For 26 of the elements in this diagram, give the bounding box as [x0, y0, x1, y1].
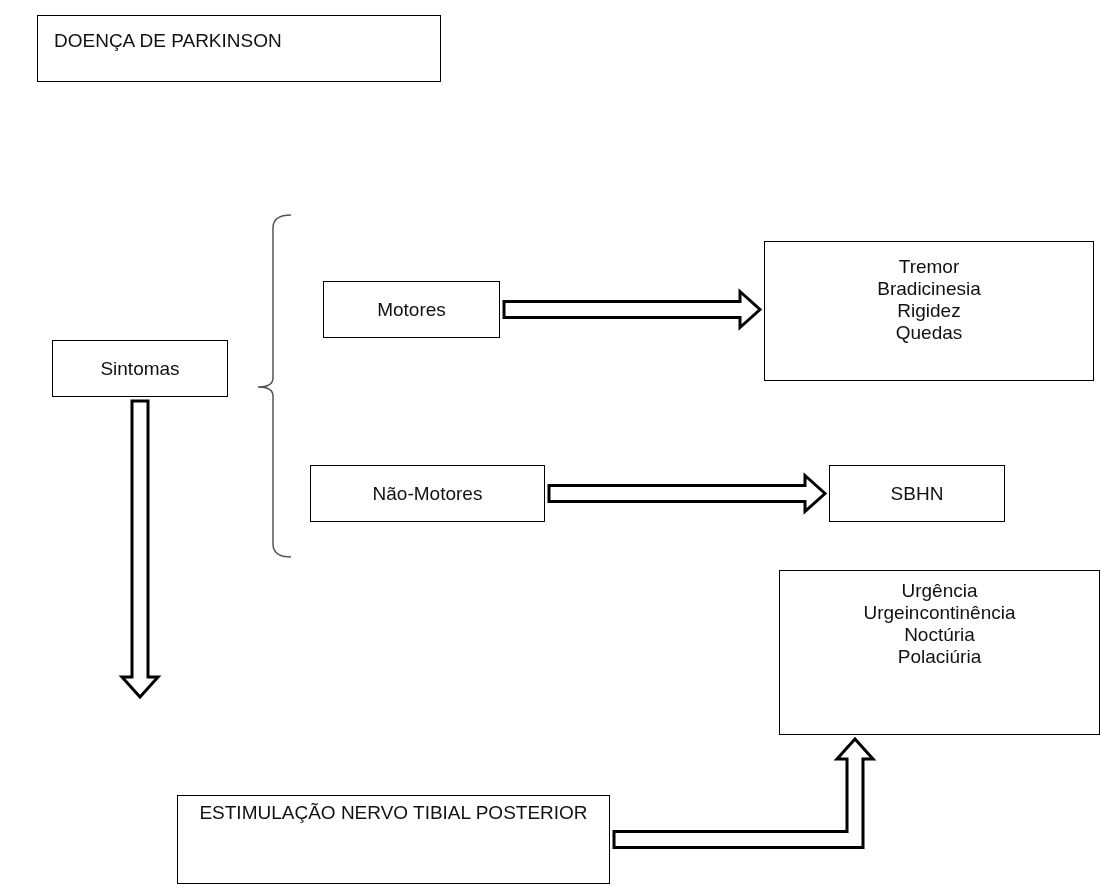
box-label: Sintomas	[99, 357, 181, 380]
box-label: DOENÇA DE PARKINSON	[54, 30, 283, 52]
process-box	[779, 570, 1100, 735]
box-label: Urgeincontinência	[862, 602, 1017, 624]
box-label: Motores	[376, 298, 447, 321]
block-arrow	[502, 288, 763, 331]
box-label: Noctúria	[903, 624, 976, 646]
block-arrow	[118, 399, 162, 700]
box-label: Quedas	[894, 322, 964, 344]
process-box	[37, 15, 441, 82]
box-label: SBHN	[889, 482, 945, 505]
box-label: Rigidez	[896, 300, 962, 322]
process-box	[829, 465, 1005, 522]
box-label: Urgência	[900, 580, 979, 602]
process-box	[310, 465, 545, 522]
process-box	[177, 795, 610, 884]
box-label: Polaciúria	[896, 646, 983, 668]
box-label: Tremor	[897, 256, 961, 278]
process-box	[764, 241, 1094, 381]
block-arrow	[547, 472, 828, 515]
process-box	[52, 340, 228, 397]
box-label: ESTIMULAÇÃO NERVO TIBIAL POSTERIOR	[198, 801, 589, 825]
block-arrow	[612, 736, 877, 849]
box-label: Não-Motores	[371, 482, 484, 505]
process-box	[323, 281, 500, 338]
box-label: Bradicinesia	[876, 278, 982, 300]
